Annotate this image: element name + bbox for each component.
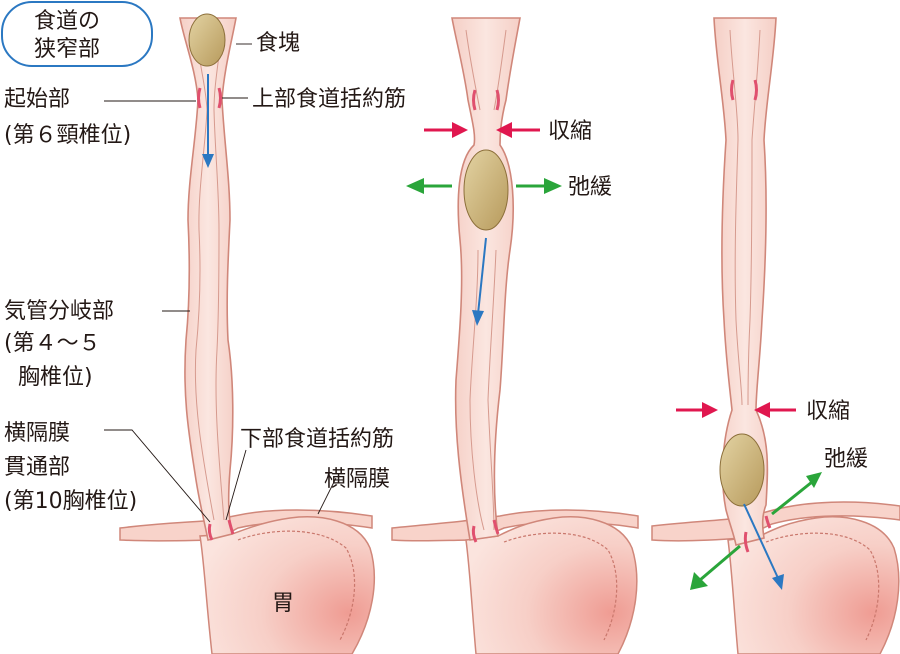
label-contract-2: 収縮: [806, 399, 850, 424]
panel-1: [119, 13, 376, 654]
flow-arrow: [477, 237, 487, 315]
esophagus-tube: [713, 17, 777, 546]
lower-sphincter-marks: [471, 519, 500, 543]
label-stomach: 胃: [272, 591, 294, 616]
upper-sphincter-marks: [197, 87, 222, 109]
panel-3: [651, 17, 900, 654]
upper-sphincter-marks: [472, 89, 500, 111]
esophagus-tube: [451, 17, 521, 541]
label-hiatus-sub2: (第10胸椎位): [4, 489, 137, 514]
flow-arrow: [743, 503, 779, 579]
panel-2: [391, 17, 639, 654]
label-relax-2: 弛緩: [824, 447, 868, 472]
label-relax-1: 弛緩: [568, 175, 612, 200]
lower-sphincter-marks: [743, 515, 772, 553]
labels: 食塊 上部食道括約筋 起始部 (第６頸椎位) 気管分岐部 (第４～５ 胸椎位) …: [4, 31, 868, 616]
label-diaphragm: 横隔膜: [324, 467, 390, 492]
bolus: [719, 433, 765, 507]
label-hiatus-sub1: 貫通部: [4, 455, 70, 480]
title-badge: 食道の 狭窄部: [1, 1, 153, 67]
relax-arrows: [690, 472, 822, 590]
title-line-2: 狭窄部: [34, 37, 100, 62]
label-start-sub: (第６頸椎位): [4, 123, 131, 148]
label-tracheal-sub1: (第４～５: [4, 331, 101, 356]
label-contract-1: 収縮: [548, 119, 592, 144]
leader-lines: [104, 43, 337, 523]
contract-arrows: [676, 402, 796, 418]
label-ues: 上部食道括約筋: [252, 87, 406, 112]
label-bolus: 食塊: [256, 31, 300, 56]
stomach: [199, 516, 376, 654]
bolus: [463, 149, 509, 231]
label-les: 下部食道括約筋: [240, 427, 394, 452]
label-hiatus: 横隔膜: [4, 421, 70, 446]
label-start: 起始部: [4, 87, 70, 112]
upper-sphincter-marks: [730, 79, 758, 101]
label-tracheal: 気管分岐部: [4, 299, 114, 324]
contract-arrows: [424, 122, 540, 138]
relax-arrows: [406, 178, 562, 194]
title-line-1: 食道の: [34, 9, 100, 34]
stomach: [465, 516, 638, 654]
lower-sphincter-marks: [207, 519, 235, 541]
bolus: [188, 13, 226, 67]
stomach: [727, 516, 900, 654]
label-tracheal-sub2: 胸椎位): [18, 365, 93, 390]
